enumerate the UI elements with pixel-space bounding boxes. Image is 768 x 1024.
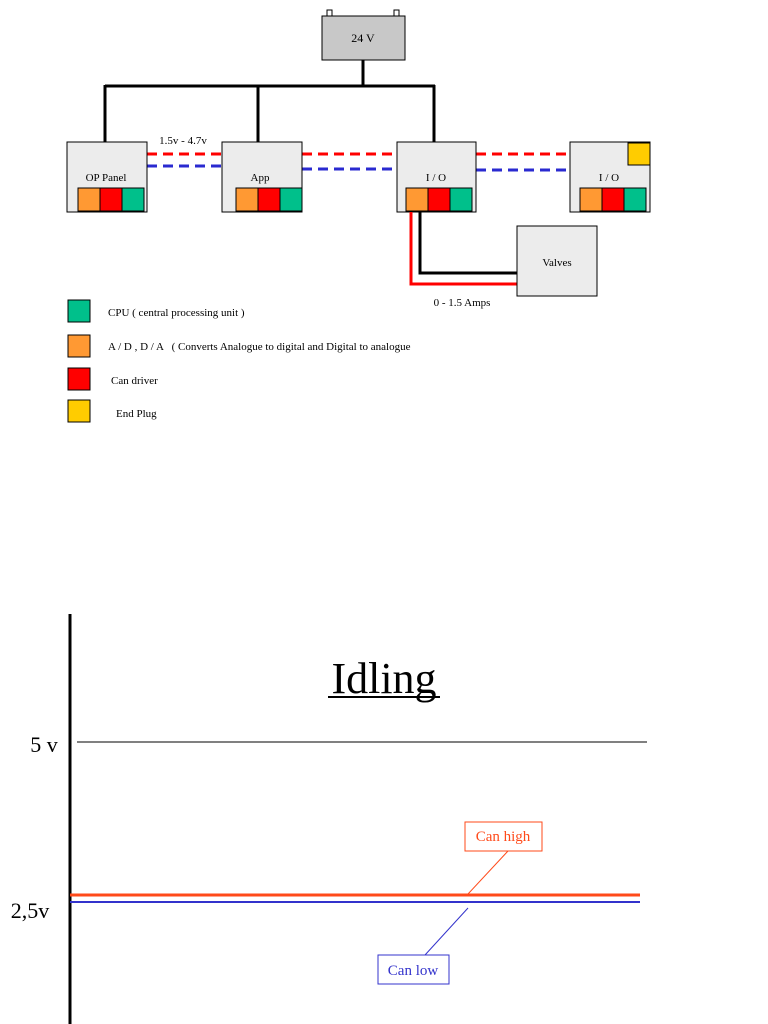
legend-label-can-driver: Can driver [111, 375, 158, 387]
can-high-pointer [467, 850, 509, 895]
valve-wires [409, 212, 518, 286]
module-label: App [251, 172, 270, 184]
can-low-pointer [424, 907, 469, 956]
valves-box: Valves [516, 225, 598, 297]
adda-chip [77, 187, 101, 212]
can-driver-chip [99, 187, 123, 212]
cpu-chip [449, 187, 473, 212]
module-app: App [221, 141, 303, 213]
power-label: 24 V [351, 31, 375, 45]
legend-label-end-plug: End Plug [116, 408, 157, 420]
power-supply: 24 V [321, 9, 406, 61]
can-driver-chip [427, 187, 451, 212]
adda-chip [405, 187, 429, 212]
can-low-callout [377, 954, 450, 985]
cpu-chip [623, 187, 647, 212]
legend-swatch-can-driver [67, 367, 91, 391]
cpu-chip [279, 187, 303, 212]
module-label: OP Panel [86, 172, 127, 184]
valves-label: Valves [542, 257, 571, 269]
voltage-range-label: 1.5v - 4.7v [159, 135, 207, 147]
y-label-5v: 5 v [30, 732, 58, 757]
idling-diagram: Idling 5 v 2,5v Can high Can low [11, 614, 647, 1024]
legend-swatch-end-plug [67, 399, 91, 423]
current-label: 0 - 1.5 Amps [434, 297, 491, 309]
y-label-2-5v: 2,5v [11, 898, 50, 923]
legend-label-adda: A / D , D / A ( Converts Analogue to dig… [108, 341, 411, 353]
power-wires [103, 60, 436, 142]
adda-chip [235, 187, 259, 212]
module-op-panel: OP Panel [66, 141, 148, 213]
can-driver-chip [601, 187, 625, 212]
legend: CPU ( central processing unit ) A / D , … [67, 299, 411, 423]
module-io-1: I / O [396, 141, 477, 213]
legend-swatch-cpu [67, 299, 91, 323]
module-label: I / O [599, 172, 619, 184]
legend-swatch-adda [67, 334, 91, 358]
battery-terminal-right [393, 9, 400, 17]
end-plug-chip [627, 142, 651, 166]
idling-title: Idling [331, 654, 436, 703]
adda-chip [579, 187, 603, 212]
cpu-chip [121, 187, 145, 212]
can-driver-chip [257, 187, 281, 212]
module-label: I / O [426, 172, 446, 184]
can-high-label: Can high [476, 829, 531, 845]
legend-label-cpu: CPU ( central processing unit ) [108, 307, 245, 319]
battery-box [321, 15, 406, 61]
can-high-callout [464, 821, 543, 852]
can-bus-lines [147, 152, 570, 172]
can-low-label: Can low [388, 963, 439, 979]
module-io-2: I / O [569, 141, 651, 213]
battery-terminal-left [326, 9, 333, 17]
